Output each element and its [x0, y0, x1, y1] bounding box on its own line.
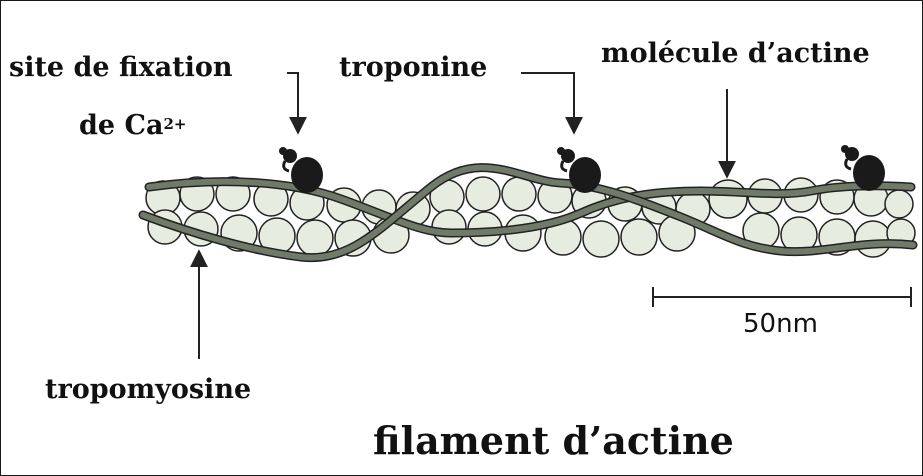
scale-bar — [653, 287, 911, 307]
label-de-ca-text: de Ca — [79, 110, 163, 141]
actin-monomer — [432, 210, 466, 244]
actin-monomer — [297, 220, 333, 256]
diagram-title: filament d’actine — [373, 419, 734, 463]
label-troponine: troponine — [339, 53, 487, 83]
label-de-ca: de Ca2+ — [79, 111, 186, 144]
actin-monomer — [709, 180, 747, 218]
scale-bar-label: 50nm — [743, 309, 818, 339]
label-molecule-actine: molécule d’actine — [601, 39, 870, 69]
actin-monomer — [621, 219, 657, 255]
label-tropomyosine: tropomyosine — [45, 375, 251, 405]
label-site-de-fixation: site de fixation — [9, 53, 233, 83]
actin-monomer — [466, 177, 500, 211]
actin-monomer — [502, 177, 536, 211]
troponine-arrow — [521, 73, 574, 133]
site-arrow — [287, 73, 298, 133]
actin-monomer — [583, 221, 619, 257]
label-ca-superscript: 2+ — [163, 115, 186, 133]
actin-monomer — [855, 221, 891, 257]
actin-monomer — [885, 190, 913, 218]
